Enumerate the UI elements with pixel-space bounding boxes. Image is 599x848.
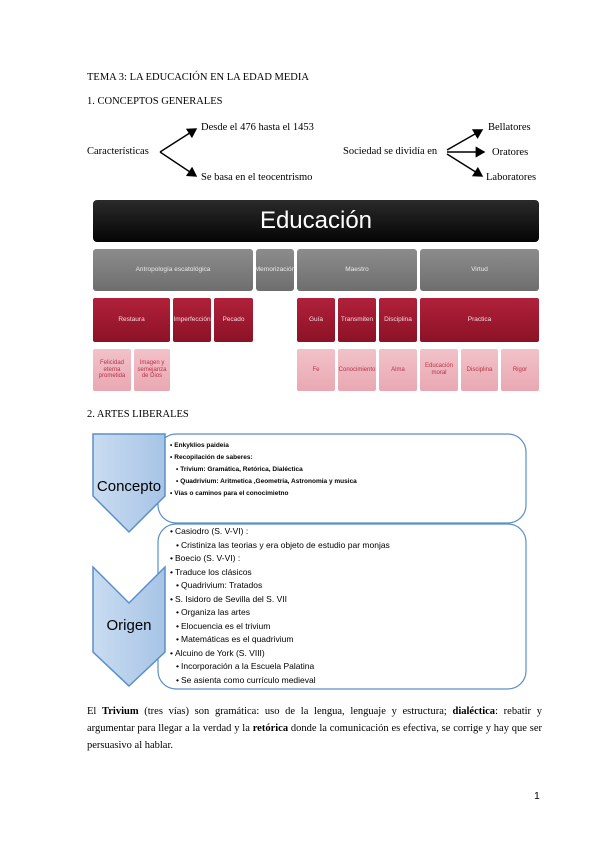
paragraph-bold: dialéctica bbox=[452, 706, 496, 717]
arrow-icon bbox=[159, 151, 198, 177]
list-item: Vías o caminos para el conocimietno bbox=[170, 488, 357, 500]
gray-box: Maestro bbox=[297, 249, 417, 291]
pink-box: Felicidad eterna prometida bbox=[93, 349, 131, 391]
gray-box: Virtud bbox=[420, 249, 539, 291]
sociedad-item: Laboratores bbox=[486, 172, 537, 183]
pink-box: Rigor bbox=[501, 349, 539, 391]
sociedad-item: Oratores bbox=[492, 147, 529, 158]
caracteristica-item: Se basa en el teocentrismo bbox=[201, 172, 313, 183]
page-title: TEMA 3: LA EDUCACIÓN EN LA EDAD MEDIA bbox=[87, 72, 309, 83]
gray-box: Memorización bbox=[256, 249, 294, 291]
educacion-title-box: Educación bbox=[93, 200, 539, 242]
paragraph-text: donde la comunicación es efectiva, se co… bbox=[87, 723, 542, 751]
list-item: Cristiniza las teorias y era objeto de e… bbox=[170, 539, 390, 553]
concepto-label: Concepto bbox=[96, 478, 162, 495]
paragraph-text: (tres vías) son gramática: uso de la len… bbox=[138, 706, 453, 717]
red-box: Guía bbox=[297, 298, 335, 342]
list-item: S. Isidoro de Sevilla del S. VII bbox=[170, 593, 390, 607]
concepto-list: Enkyklios paideia Recopilación de sabere… bbox=[170, 440, 357, 500]
section-heading-conceptos: 1. CONCEPTOS GENERALES bbox=[87, 96, 223, 107]
section-heading-artes: 2. ARTES LIBERALES bbox=[87, 409, 189, 420]
red-box: Pecado bbox=[214, 298, 253, 342]
origen-label: Origen bbox=[106, 617, 152, 634]
pink-box: Imagen y semejanza de Dios bbox=[134, 349, 170, 391]
red-box: Imperfección bbox=[173, 298, 211, 342]
paragraph-bold: Trivium bbox=[102, 706, 139, 717]
list-item: Boecio (S. V-VI) : bbox=[170, 552, 390, 566]
sociedad-label: Sociedad se dividía en bbox=[343, 146, 438, 157]
list-item: Traduce los clásicos bbox=[170, 566, 390, 580]
list-item: Enkyklios paideia bbox=[170, 440, 357, 452]
list-item: Matemáticas es el quadrivium bbox=[170, 633, 390, 647]
page-number: 1 bbox=[534, 790, 540, 802]
caracteristica-item: Desde el 476 hasta el 1453 bbox=[201, 122, 314, 133]
list-item: Se asienta como currículo medieval bbox=[170, 674, 390, 688]
concept-arrows bbox=[159, 128, 486, 177]
red-box: Restaura bbox=[93, 298, 170, 342]
pink-box: Alma bbox=[379, 349, 417, 391]
origen-list: Casiodro (S. V-VI) : Cristiniza las teor… bbox=[170, 525, 390, 687]
concepto-chevron bbox=[92, 433, 166, 534]
paragraph-text: El bbox=[87, 706, 103, 717]
origen-chevron bbox=[92, 565, 166, 688]
gray-box: Antropología escatológica bbox=[93, 249, 253, 291]
caracteristicas-label: Características bbox=[87, 146, 149, 157]
list-item: Casiodro (S. V-VI) : bbox=[170, 525, 390, 539]
red-box: Transmiten bbox=[338, 298, 376, 342]
list-item: Quadrivium: Tratados bbox=[170, 579, 390, 593]
arrow-icon bbox=[159, 128, 198, 153]
paragraph-bold: retórica bbox=[252, 723, 289, 734]
arrow-icon bbox=[446, 129, 484, 151]
pink-box: Educación moral bbox=[420, 349, 458, 391]
paragraph-text: : rebatir y argumentar para llegar a la … bbox=[87, 706, 542, 734]
list-item: Trivium: Gramática, Retórica, Dialéctica bbox=[170, 464, 357, 476]
red-box: Disciplina bbox=[379, 298, 417, 342]
list-item: Quadrivium: Aritmetica ,Geometría, Astro… bbox=[170, 476, 357, 488]
trivium-paragraph: El Trivium (tres vías) son gramática: us… bbox=[87, 703, 542, 754]
list-item: Recopilación de saberes: bbox=[170, 452, 357, 464]
pink-box: Conocimiento bbox=[338, 349, 376, 391]
sociedad-item: Bellatores bbox=[488, 122, 531, 133]
pink-box: Disciplina bbox=[461, 349, 498, 391]
red-box: Practica bbox=[420, 298, 539, 342]
list-item: Alcuino de York (S. VIII) bbox=[170, 647, 390, 661]
arrow-icon bbox=[446, 153, 484, 177]
list-item: Elocuencia es el trivium bbox=[170, 620, 390, 634]
list-item: Organiza las artes bbox=[170, 606, 390, 620]
pink-box: Fe bbox=[297, 349, 335, 391]
list-item: Incorporación a la Escuela Palatina bbox=[170, 660, 390, 674]
